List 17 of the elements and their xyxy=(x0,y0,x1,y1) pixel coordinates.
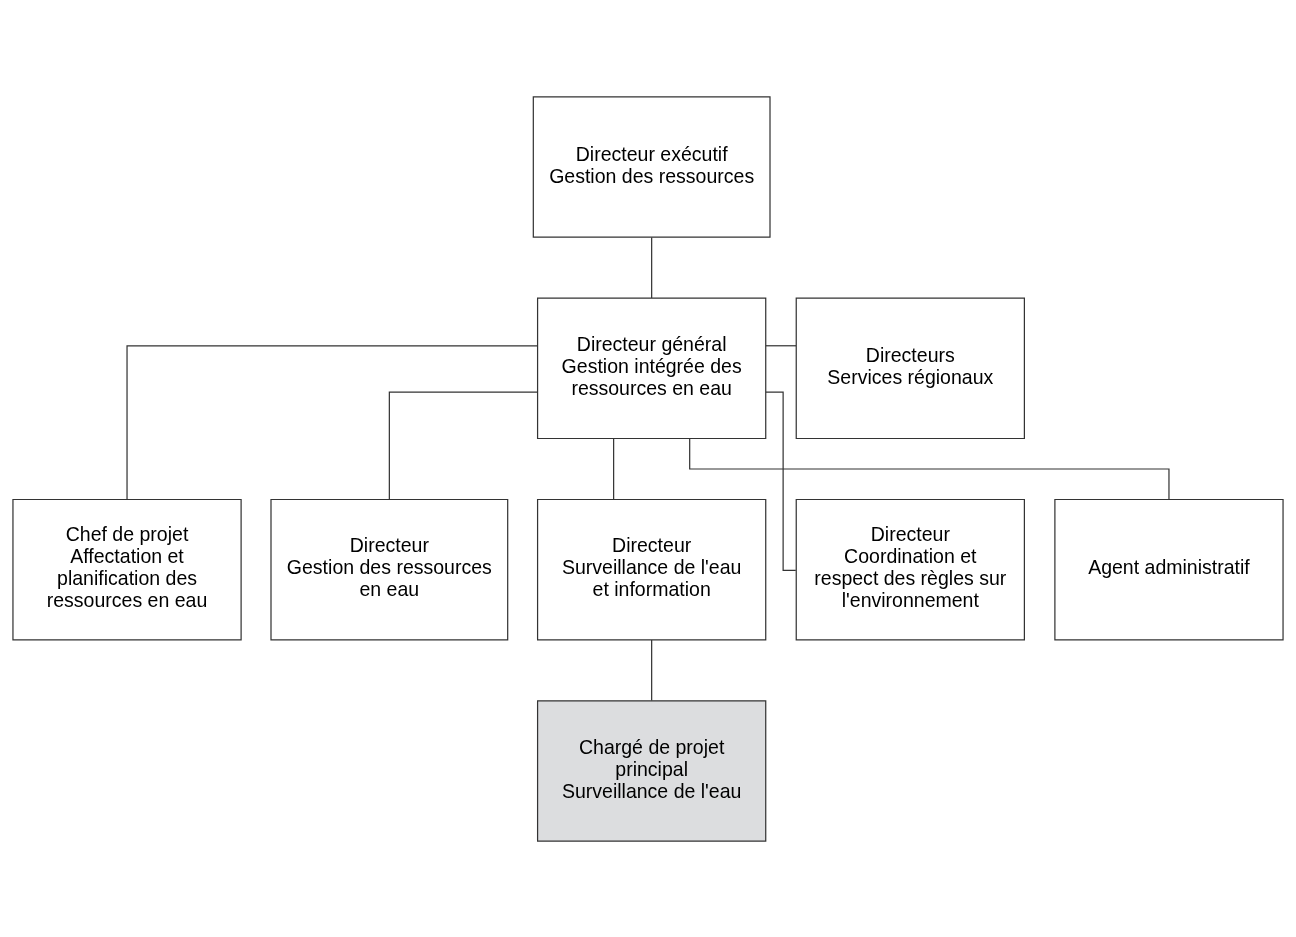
connector xyxy=(765,391,797,571)
node-box: Agent administratif xyxy=(1054,498,1284,640)
node-box: Directeurs Services régionaux xyxy=(795,297,1025,439)
connector xyxy=(613,437,615,500)
node-box: Directeur exécutif Gestion des ressources xyxy=(532,95,771,238)
connector xyxy=(765,344,797,346)
connector xyxy=(651,236,653,299)
node-box: Directeur Coordination et respect des règles sur l'environnement xyxy=(795,498,1025,640)
node-box: Directeur général Gestion intégrée des ressources en eau xyxy=(536,297,767,439)
node-box: Chargé de projet principal Surveillance de l'eau xyxy=(536,699,767,842)
node-box: Chef de projet Affectation et planification des ressources en eau xyxy=(12,498,242,640)
connector xyxy=(126,344,539,500)
node-box: Directeur Gestion des ressources en eau xyxy=(270,498,509,640)
node-box: Directeur Surveillance de l'eau et information xyxy=(536,498,767,640)
connector xyxy=(651,638,653,701)
connector xyxy=(689,437,1170,500)
connector xyxy=(388,391,538,500)
